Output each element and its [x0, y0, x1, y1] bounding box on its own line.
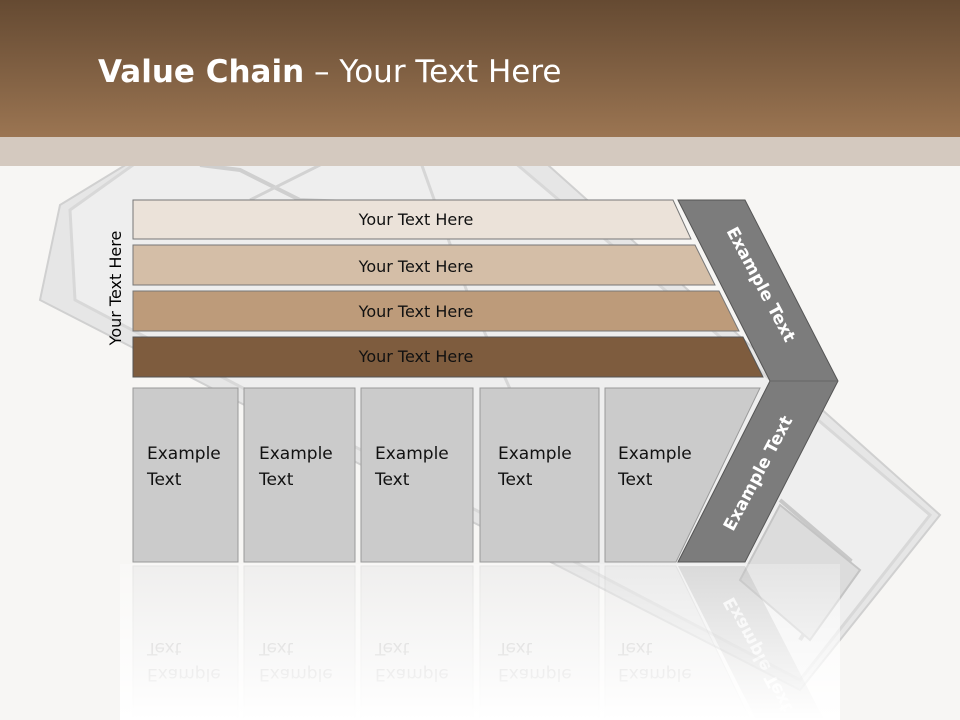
bar-4: [132, 336, 764, 378]
box-group: Example Text Example Text Example Text E…: [132, 387, 761, 563]
box-4: [479, 387, 600, 563]
bar-group: Your Text Here Your Text Here Your Text …: [132, 199, 764, 378]
page-title: Value Chain – Your Text Here: [98, 54, 561, 90]
header-band: [0, 137, 960, 166]
bar-2: [132, 244, 716, 286]
reflection-fade: [120, 564, 840, 720]
box-5: [604, 387, 761, 563]
bar-label-1: Your Text Here: [358, 210, 474, 229]
box-4-line2: Text: [497, 470, 533, 490]
box-3: [360, 387, 474, 563]
box-3-line2: Text: [374, 470, 410, 490]
bar-label-4: Your Text Here: [358, 347, 474, 366]
title-rest: – Your Text Here: [304, 54, 562, 90]
box-1-line1: Example: [147, 444, 221, 464]
box-5-line2: Text: [617, 470, 653, 490]
bar-3: [132, 290, 740, 332]
box-3-line1: Example: [375, 444, 449, 464]
box-1: [132, 387, 239, 563]
bar-label-3: Your Text Here: [358, 302, 474, 321]
side-label: Your Text Here: [106, 231, 125, 347]
box-2-line1: Example: [259, 444, 333, 464]
title-bold: Value Chain: [98, 54, 305, 90]
box-5-line1: Example: [618, 444, 692, 464]
header-bar: [0, 0, 960, 137]
box-2: [243, 387, 356, 563]
bar-1: [132, 199, 692, 240]
bar-label-2: Your Text Here: [358, 257, 474, 276]
box-4-line1: Example: [498, 444, 572, 464]
box-1-line2: Text: [146, 470, 182, 490]
box-2-line2: Text: [258, 470, 294, 490]
